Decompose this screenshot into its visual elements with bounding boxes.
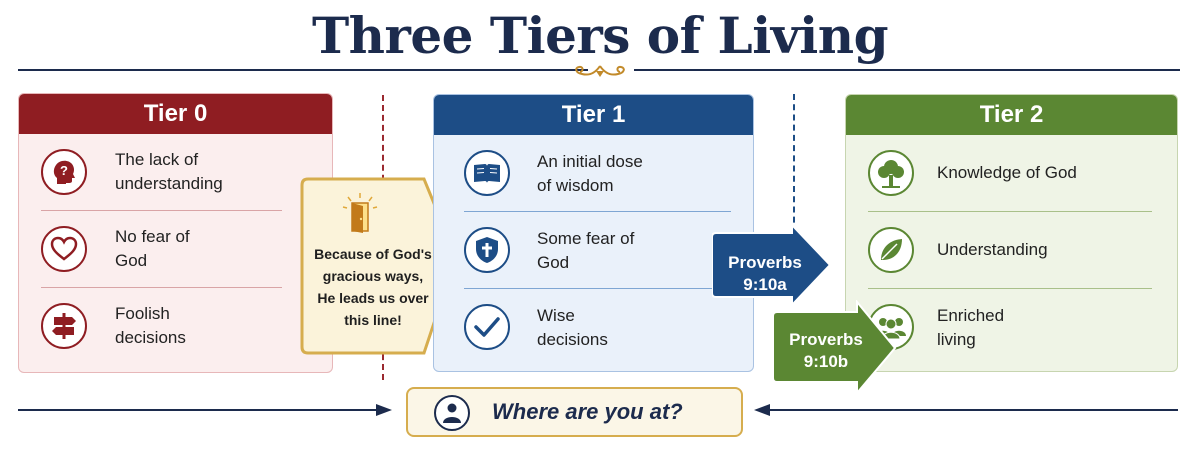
title-rule-right xyxy=(634,69,1180,71)
tier-1-heading: Tier 1 xyxy=(434,95,753,135)
tier-1-item: An initial dose of wisdom xyxy=(434,135,753,211)
where-are-you-text: Where are you at? xyxy=(492,399,683,424)
bottom-line-right xyxy=(770,409,1178,411)
cross-shield-icon xyxy=(464,227,510,273)
grace-callout: Because of God's gracious ways, He leads… xyxy=(300,177,460,355)
arrow-left-icon xyxy=(754,404,770,416)
question-head-icon: ? xyxy=(41,149,87,195)
tier-2-heading: Tier 2 xyxy=(846,95,1177,135)
divider xyxy=(868,211,1152,212)
bottom-line-left xyxy=(18,409,384,411)
tier-1-panel: Tier 1 An initial dose of wisdom So xyxy=(433,94,754,372)
tier-2-item: Knowledge of God xyxy=(846,135,1177,211)
open-door-icon xyxy=(342,193,378,233)
tier-2-item: Understanding xyxy=(846,212,1177,288)
svg-text:?: ? xyxy=(60,163,68,178)
tier-1-boundary-line xyxy=(793,94,795,284)
proverbs-9-10b-arrow: Proverbs 9:10b xyxy=(773,300,897,395)
title-rule-left xyxy=(18,69,588,71)
proverbs-9-10b-label: Proverbs 9:10b xyxy=(789,330,863,371)
tier-2-panel: Tier 2 Knowledge of God xyxy=(845,94,1178,372)
tier-1-item: Wise decisions xyxy=(434,289,753,365)
divider xyxy=(41,210,282,211)
tier-1-item-text: Some fear of God xyxy=(537,229,635,272)
divider xyxy=(868,288,1152,289)
divider xyxy=(464,288,731,289)
divider xyxy=(464,211,731,212)
tier-1-item-text: An initial dose of wisdom xyxy=(537,152,643,195)
leaf-icon xyxy=(868,227,914,273)
tier-0-item-text: Foolish decisions xyxy=(115,304,186,347)
proverbs-9-10a-label: Proverbs 9:10a xyxy=(728,253,802,294)
divider xyxy=(41,287,282,288)
tier-1-item-text: Wise decisions xyxy=(537,306,608,349)
proverbs-9-10a-arrow: Proverbs 9:10a xyxy=(712,225,832,305)
tier-2-item-text: Enriched living xyxy=(937,306,1005,349)
tier-0-item-text: The lack of understanding xyxy=(115,150,223,193)
tier-2-item-text: Knowledge of God xyxy=(937,163,1077,182)
arrow-right-icon xyxy=(376,404,392,416)
person-icon xyxy=(434,395,470,431)
tier-0-item: No fear of God xyxy=(19,211,332,287)
where-are-you-box: Where are you at? xyxy=(406,387,743,437)
tier-0-item: Foolish decisions xyxy=(19,288,332,364)
flourish-ornament-icon xyxy=(575,65,625,77)
checkmark-icon xyxy=(464,304,510,350)
book-icon xyxy=(464,150,510,196)
tier-0-item-text: No fear of God xyxy=(115,227,190,270)
page-title: Three Tiers of Living xyxy=(311,6,889,65)
tier-0-item: ? The lack of understanding xyxy=(19,134,332,210)
tier-0-heading: Tier 0 xyxy=(19,94,332,134)
signpost-icon xyxy=(41,303,87,349)
heart-icon xyxy=(41,226,87,272)
tier-2-item-text: Understanding xyxy=(937,240,1048,259)
tier-0-panel: Tier 0 ? The lack of understanding No fe… xyxy=(18,93,333,373)
callout-text: Because of God's gracious ways, He leads… xyxy=(314,246,432,328)
tier-1-item: Some fear of God xyxy=(434,212,753,288)
tree-icon xyxy=(868,150,914,196)
